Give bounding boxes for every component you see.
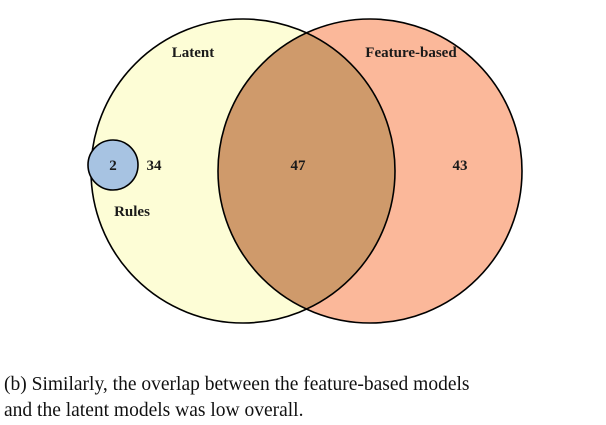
figure-caption: (b) Similarly, the overlap between the f… bbox=[4, 372, 604, 424]
feature-based-set-outline bbox=[217, 18, 523, 324]
latent-set-label: Latent bbox=[172, 45, 215, 61]
rules-set-circle bbox=[87, 139, 139, 191]
latent-only-count: 34 bbox=[147, 158, 163, 174]
feature-based-set-label: Feature-based bbox=[365, 45, 457, 61]
venn-diagram: Latent Feature-based Rules 2 34 47 43 bbox=[87, 18, 523, 324]
latent-feature-overlap-count: 47 bbox=[291, 158, 307, 174]
rules-set-label: Rules bbox=[114, 204, 150, 220]
rules-count: 2 bbox=[109, 158, 117, 174]
caption-line-1: (b) Similarly, the overlap between the f… bbox=[4, 374, 470, 395]
feature-only-count: 43 bbox=[453, 158, 468, 174]
latent-feature-overlap-region bbox=[218, 19, 395, 323]
caption-line-2: and the latent models was low overall. bbox=[4, 400, 304, 421]
